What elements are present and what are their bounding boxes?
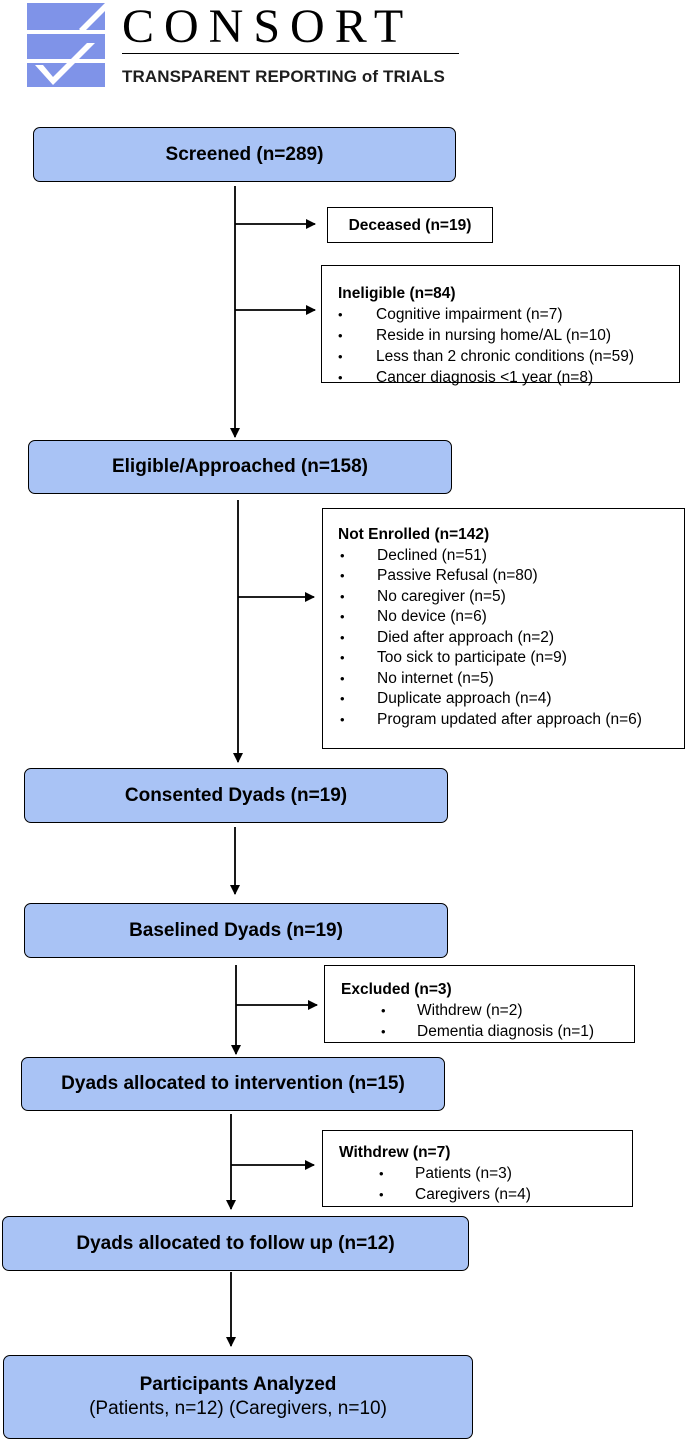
withdrew-box: Withdrew (n=7) •Patients (n=3) •Caregive… xyxy=(322,1130,633,1207)
list-item: •Reside in nursing home/AL (n=10) xyxy=(338,327,612,344)
list-item: •Declined (n=51) xyxy=(340,546,487,564)
list-item: •No device (n=6) xyxy=(340,608,487,625)
list-item: •Passive Refusal (n=80) xyxy=(340,567,538,584)
intervention-label: Dyads allocated to intervention (n=15) xyxy=(61,1073,405,1095)
withdrew-list: •Patients (n=3) •Caregivers (n=4) xyxy=(339,1163,632,1205)
list-item: •Dementia diagnosis (n=1) xyxy=(381,1023,595,1040)
ineligible-list: •Cognitive impairment (n=7) •Reside in n… xyxy=(338,304,679,388)
analyzed-title: Participants Analyzed xyxy=(139,1374,337,1396)
consort-checkmark-icon xyxy=(27,3,105,87)
consented-label: Consented Dyads (n=19) xyxy=(124,784,348,806)
followup-box: Dyads allocated to follow up (n=12) xyxy=(2,1216,469,1271)
deceased-label: Deceased (n=19) xyxy=(348,216,472,234)
analyzed-box: Participants Analyzed (Patients, n=12) (… xyxy=(3,1355,473,1439)
not-enrolled-box: Not Enrolled (n=142) •Declined (n=51) •P… xyxy=(322,508,685,749)
ineligible-title: Ineligible (n=84) xyxy=(338,285,456,302)
not-enrolled-list: •Declined (n=51) •Passive Refusal (n=80)… xyxy=(338,546,684,731)
followup-label: Dyads allocated to follow up (n=12) xyxy=(76,1232,395,1254)
logo-title: CONSORT xyxy=(122,0,414,53)
list-item: •Less than 2 chronic conditions (n=59) xyxy=(338,348,635,365)
list-item: •Withdrew (n=2) xyxy=(381,1002,523,1019)
intervention-box: Dyads allocated to intervention (n=15) xyxy=(21,1057,445,1111)
baselined-box: Baselined Dyads (n=19) xyxy=(24,903,448,958)
excluded-title: Excluded (n=3) xyxy=(341,981,452,998)
withdrew-title: Withdrew (n=7) xyxy=(339,1144,451,1161)
baselined-label: Baselined Dyads (n=19) xyxy=(129,919,343,941)
ineligible-box: Ineligible (n=84) •Cognitive impairment … xyxy=(321,265,680,386)
list-item: •Cognitive impairment (n=7) xyxy=(338,306,563,323)
list-item: •Caregivers (n=4) xyxy=(379,1186,531,1203)
logo-divider xyxy=(122,53,459,54)
consented-box: Consented Dyads (n=19) xyxy=(24,768,448,823)
eligible-box: Eligible/Approached (n=158) xyxy=(28,440,452,494)
excluded-list: •Withdrew (n=2) •Dementia diagnosis (n=1… xyxy=(341,1000,634,1042)
list-item: •No caregiver (n=5) xyxy=(340,587,506,605)
list-item: •No internet (n=5) xyxy=(340,669,494,687)
screened-label: Screened (n=289) xyxy=(165,143,324,165)
deceased-box: Deceased (n=19) xyxy=(327,207,493,243)
analyzed-subtitle: (Patients, n=12) (Caregivers, n=10) xyxy=(89,1398,387,1419)
excluded-box: Excluded (n=3) •Withdrew (n=2) •Dementia… xyxy=(324,965,635,1043)
screened-box: Screened (n=289) xyxy=(33,127,456,182)
list-item: •Cancer diagnosis <1 year (n=8) xyxy=(338,369,594,386)
list-item: •Duplicate approach (n=4) xyxy=(340,690,552,707)
list-item: •Program updated after approach (n=6) xyxy=(340,710,642,728)
list-item: •Died after approach (n=2) xyxy=(340,628,555,646)
not-enrolled-title: Not Enrolled (n=142) xyxy=(338,526,490,543)
list-item: •Too sick to participate (n=9) xyxy=(340,649,567,666)
list-item: •Patients (n=3) xyxy=(379,1165,512,1182)
eligible-label: Eligible/Approached (n=158) xyxy=(111,456,369,478)
logo-subtitle: TRANSPARENT REPORTING of TRIALS xyxy=(122,67,445,86)
